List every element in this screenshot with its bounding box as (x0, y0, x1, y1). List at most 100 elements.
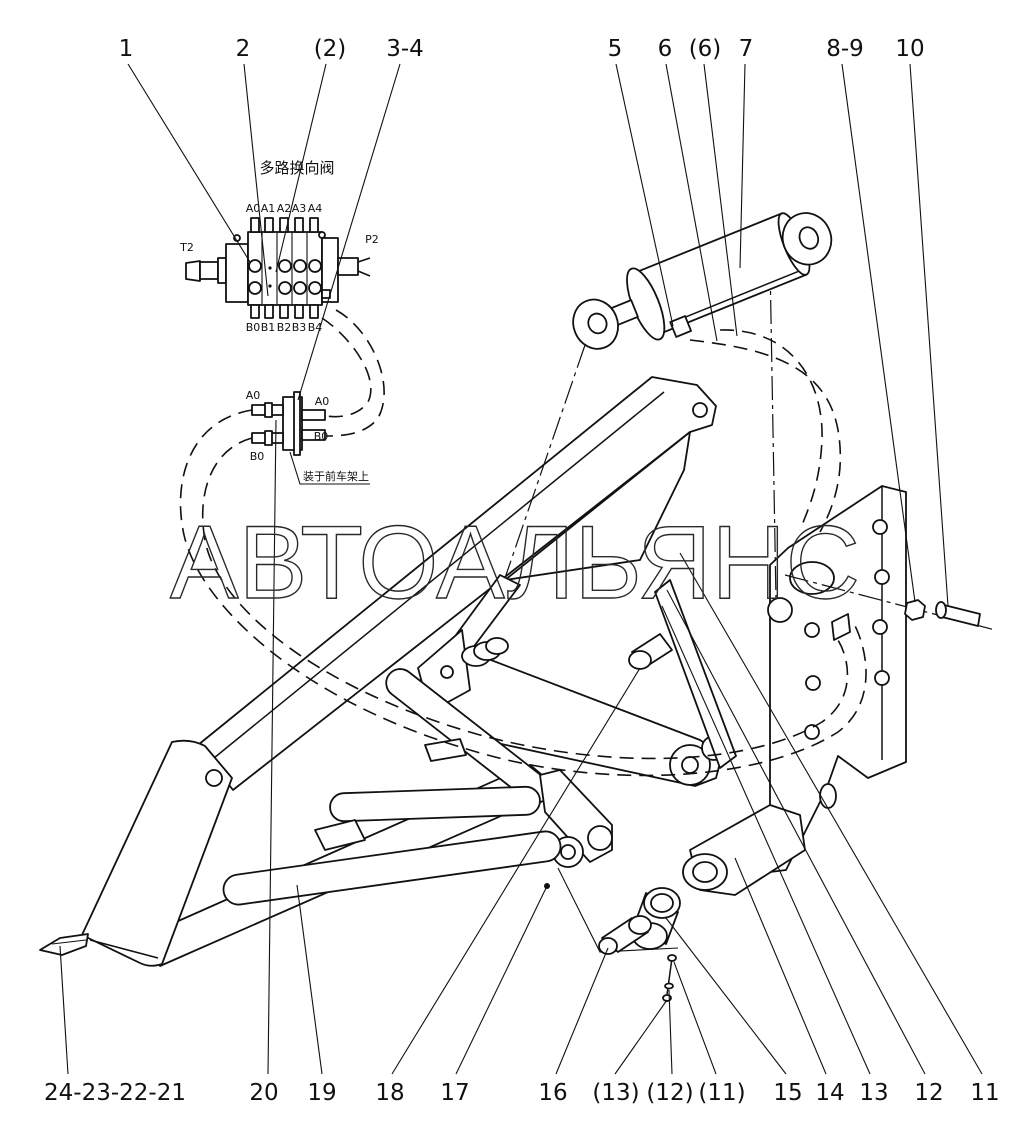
nut-8-9 (904, 599, 926, 621)
callout-2-paren: (2) (314, 36, 347, 62)
callout-3-4: 3-4 (386, 36, 424, 62)
cross-bar-lug-hole (681, 756, 699, 774)
callout-7: 7 (739, 36, 754, 62)
pin-16 (598, 915, 652, 955)
leader-8-9 (841, 63, 916, 603)
hose-inner-loop (201, 437, 849, 760)
port-label-b2: B2 (277, 321, 292, 334)
cylinder-end-assembly-line (769, 261, 777, 601)
port-label-a0: A0 (246, 202, 261, 215)
lug-14-hole (692, 861, 718, 883)
callout-12: 12 (914, 1080, 943, 1106)
leader-7 (739, 63, 746, 269)
bushing-15-bore (650, 893, 674, 913)
screw-assembly (662, 954, 677, 1003)
foot-plate-2 (424, 738, 467, 762)
leader-2 (243, 63, 269, 297)
callout-10: 10 (895, 36, 924, 62)
leader-1 (127, 63, 251, 263)
callout-6: 6 (658, 36, 673, 62)
cylinder-guard-tube (677, 269, 801, 321)
valve-port-stub-b3 (294, 304, 304, 319)
beam-gusset (504, 431, 691, 581)
frame-valve-label-left-b: B0 (250, 450, 265, 463)
cylinder-port-block (669, 315, 692, 338)
leader-11 (679, 552, 983, 1075)
callout-18: 18 (375, 1080, 404, 1106)
callout-2: 2 (236, 36, 251, 62)
valve-port-circle (293, 259, 307, 273)
bolt-axis-line (784, 574, 996, 631)
frame-valve-flange (293, 391, 301, 456)
push-arm-19 (222, 830, 562, 906)
valve-left-fitting (185, 260, 201, 282)
leader-13 (661, 605, 871, 1075)
leader-15 (665, 917, 787, 1075)
leader-6-paren (703, 63, 738, 337)
callout-1: 1 (119, 36, 134, 62)
bracket-bolt (874, 670, 890, 686)
valve-port-circle (248, 259, 262, 273)
hose-valve-to-frame-a (321, 317, 372, 418)
port-label-p2: P2 (365, 233, 379, 246)
callout-labels-top: 1 2 (2) 3-4 5 6 (6) 7 8-9 10 (119, 36, 925, 62)
leader-12 (666, 589, 926, 1075)
hose-cylinder-b (719, 329, 823, 531)
bracket-bolt (874, 569, 890, 585)
port-label-a1: A1 (261, 202, 276, 215)
pin-16-face (598, 937, 618, 955)
hose-valve-to-frame-b (325, 309, 385, 437)
valve-title: 多路换向阀 (259, 159, 334, 177)
center-lug-hole (560, 844, 576, 860)
leader-19 (296, 884, 323, 1075)
pin-18-end (628, 650, 652, 670)
callout-14: 14 (815, 1080, 844, 1106)
valve-port-stub-a1 (264, 217, 274, 233)
hose-outer-loop (179, 409, 867, 777)
leader-24-23-22-21 (59, 945, 69, 1075)
port-label-a2: A2 (277, 202, 292, 215)
pin-16-end (628, 915, 652, 935)
bracket-bolt (804, 724, 820, 740)
bracket-bolt (804, 622, 820, 638)
push-arm-19-tube (222, 830, 562, 906)
frame-valve: A0 A0 B0 B0 装于前车架上 (246, 389, 370, 485)
center-lug-ring-2 (587, 825, 613, 851)
bracket-oval-hole (789, 561, 835, 595)
valve-left-fitting-nut (199, 261, 219, 280)
valve-port-dot (268, 266, 272, 270)
valve-p2-arrow (357, 257, 371, 277)
cutting-edge-tip (39, 933, 89, 956)
cylinder-rod-assembly-line (504, 344, 586, 579)
mounting-bracket (767, 485, 907, 873)
callout-leaders-top (127, 63, 949, 607)
leader-16 (555, 947, 609, 1075)
leader-18 (391, 667, 641, 1075)
valve-port-stub-a0 (250, 217, 260, 233)
callout-8-9: 8-9 (826, 36, 864, 62)
screw-washer (664, 982, 674, 990)
valve-port-dot (268, 284, 272, 288)
port-label-a4: A4 (308, 202, 323, 215)
valve-port-stub-a4 (309, 217, 319, 233)
port-label-t2: T2 (179, 241, 194, 254)
valve-port-circle (248, 281, 262, 295)
valve-port-stub-b0 (250, 304, 260, 319)
blade-side-plate (81, 739, 233, 967)
leader-3-4 (297, 63, 401, 401)
callout-15: 15 (773, 1080, 802, 1106)
port-label-b3: B3 (292, 321, 307, 334)
hose-cylinder-a (689, 339, 842, 533)
watermark: АВТОАЛЬЯНС (170, 505, 860, 621)
callout-11-paren: (11) (698, 1080, 745, 1106)
callout-24-23-22-21: 24-23-22-21 (44, 1080, 186, 1106)
pin-part-18 (628, 633, 673, 670)
frame-valve-label-left-a: A0 (246, 389, 261, 402)
valve-left-fitting-collar (217, 257, 227, 284)
valve-port-circle (278, 281, 292, 295)
leader-10 (909, 63, 949, 607)
callout-11: 11 (970, 1080, 999, 1106)
bolt-10-head (935, 601, 947, 619)
leader-20 (267, 419, 277, 1075)
